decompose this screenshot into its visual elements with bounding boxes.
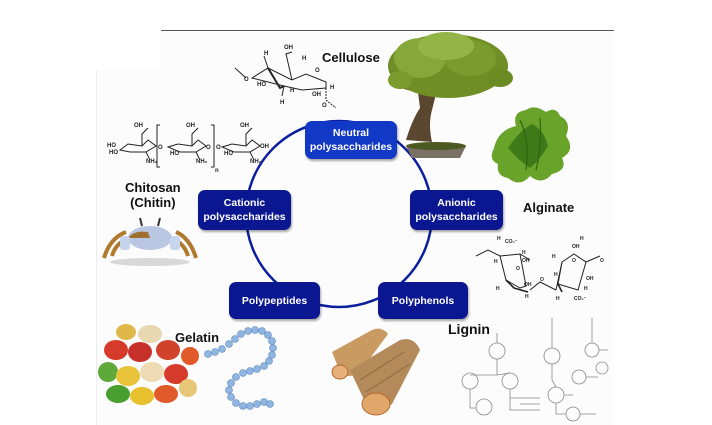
node-label-line1: Cationic bbox=[223, 197, 266, 209]
svg-text:H: H bbox=[330, 85, 334, 91]
svg-text:H: H bbox=[554, 272, 558, 278]
svg-text:OH: OH bbox=[284, 45, 293, 51]
svg-text:HO: HO bbox=[170, 151, 179, 157]
alginate-structure bbox=[475, 249, 601, 293]
label-chitosan-line2: (Chitin) bbox=[130, 195, 176, 210]
node-neutral-polysaccharides: Neutral polysaccharides bbox=[305, 121, 397, 159]
panel-cutout bbox=[96, 32, 161, 70]
node-label: Polypeptides bbox=[241, 294, 308, 307]
svg-text:O: O bbox=[206, 145, 211, 151]
svg-text:OH: OH bbox=[134, 123, 143, 129]
svg-text:H: H bbox=[552, 254, 556, 260]
node-label-line2: polysaccharides bbox=[309, 141, 393, 153]
node-polypeptides: Polypeptides bbox=[229, 282, 320, 319]
node-cationic-polysaccharides: Cationic polysaccharides bbox=[198, 190, 291, 230]
node-label-line2: polysaccharides bbox=[415, 211, 498, 223]
polypeptide-chain-image bbox=[204, 326, 277, 410]
node-anionic-polysaccharides: Anionic polysaccharides bbox=[410, 190, 503, 230]
node-label-line1: Anionic bbox=[437, 197, 476, 209]
svg-text:O: O bbox=[572, 258, 576, 264]
svg-text:O: O bbox=[158, 145, 163, 151]
crab-image bbox=[102, 217, 198, 266]
svg-text:H: H bbox=[522, 250, 526, 256]
horizontal-rule bbox=[161, 30, 614, 31]
node-label-line1: Neutral bbox=[332, 127, 370, 139]
label-alginate: Alginate bbox=[523, 200, 575, 215]
svg-text:OH: OH bbox=[522, 258, 530, 264]
label-gelatin: Gelatin bbox=[175, 330, 220, 345]
cellulose-structure bbox=[234, 51, 337, 109]
svg-text:NH₂: NH₂ bbox=[196, 159, 208, 165]
svg-text:H: H bbox=[584, 286, 588, 292]
svg-text:H: H bbox=[494, 259, 498, 265]
gummy-bears-image bbox=[98, 324, 199, 405]
svg-text:CO₂⁻: CO₂⁻ bbox=[574, 296, 587, 302]
svg-text:OH: OH bbox=[572, 244, 580, 250]
svg-text:OH: OH bbox=[524, 282, 532, 288]
lignin-structure bbox=[461, 318, 609, 422]
label-lignin: Lignin bbox=[448, 321, 490, 337]
svg-text:OH: OH bbox=[586, 276, 594, 282]
svg-text:H: H bbox=[302, 56, 306, 62]
seaweed-image bbox=[491, 107, 571, 183]
svg-text:H: H bbox=[525, 294, 529, 300]
svg-text:OH: OH bbox=[312, 92, 321, 98]
svg-text:H: H bbox=[280, 100, 284, 106]
svg-text:O: O bbox=[244, 77, 249, 83]
svg-text:H: H bbox=[497, 236, 501, 242]
svg-text:O: O bbox=[315, 68, 320, 74]
wood-logs-image bbox=[331, 328, 420, 416]
svg-text:NH₂: NH₂ bbox=[146, 159, 158, 165]
label-chitosan: Chitosan (Chitin) bbox=[125, 180, 181, 210]
svg-text:O: O bbox=[216, 145, 221, 151]
chitosan-structure bbox=[118, 124, 261, 168]
svg-text:OH: OH bbox=[260, 144, 269, 150]
svg-text:OH: OH bbox=[186, 123, 195, 129]
svg-text:O: O bbox=[540, 277, 544, 283]
svg-text:H: H bbox=[580, 236, 584, 242]
svg-text:O: O bbox=[600, 258, 604, 264]
svg-text:OH: OH bbox=[240, 123, 249, 129]
svg-text:n: n bbox=[215, 168, 219, 174]
svg-text:H: H bbox=[496, 286, 500, 292]
node-label-line2: polysaccharides bbox=[203, 211, 286, 223]
svg-text:HO: HO bbox=[107, 143, 116, 149]
svg-text:CO₂⁻: CO₂⁻ bbox=[505, 239, 518, 245]
svg-text:HO: HO bbox=[257, 82, 266, 88]
node-polyphenols: Polyphenols bbox=[378, 282, 468, 319]
label-chitosan-line1: Chitosan bbox=[125, 180, 181, 195]
label-cellulose: Cellulose bbox=[322, 50, 380, 65]
panel-edge bbox=[96, 70, 97, 425]
svg-text:HO: HO bbox=[224, 151, 233, 157]
svg-text:NH₂: NH₂ bbox=[250, 159, 262, 165]
node-label: Polyphenols bbox=[391, 294, 455, 307]
svg-text:H: H bbox=[556, 296, 560, 302]
svg-text:H: H bbox=[290, 88, 294, 94]
bonsai-tree-image bbox=[388, 32, 513, 158]
svg-text:O: O bbox=[322, 103, 327, 109]
svg-text:HO: HO bbox=[109, 150, 118, 156]
svg-text:H: H bbox=[264, 51, 268, 57]
svg-text:O: O bbox=[516, 266, 520, 272]
